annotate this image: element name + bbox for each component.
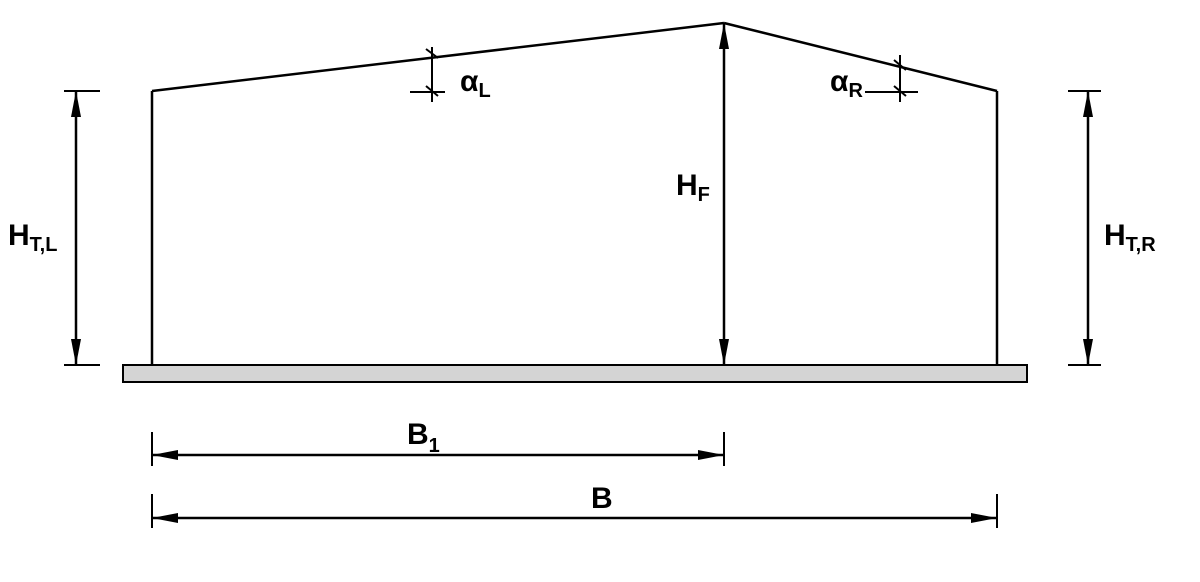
right-height-dimension [1068,90,1101,366]
ridge-offset-dimension [151,432,725,466]
right-slope-marker [865,55,918,102]
ridge-height-label: HF [676,169,710,206]
span-dimension [151,494,998,528]
left-height-label: HT,L [8,219,57,256]
alpha-left-label: αL [460,65,491,102]
left-slope-marker [410,47,445,102]
right-rafter [723,21,998,93]
alpha-right-label: αR [830,65,863,102]
foundation-slab [122,364,1028,383]
frame-outline [150,21,999,365]
right-height-label: HT,R [1104,219,1156,256]
left-height-dimension [64,90,100,366]
ridge-offset-label: B1 [407,418,440,457]
span-label: B [591,482,613,515]
